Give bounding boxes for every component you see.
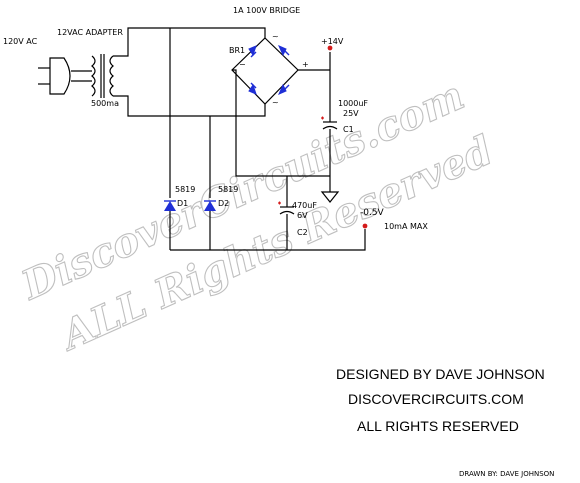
positive-rail-label: +14V xyxy=(321,37,344,46)
bridge-rectifier xyxy=(231,37,299,105)
ground-symbol xyxy=(320,191,340,203)
bridge-ref: BR1 xyxy=(229,46,245,55)
c2-voltage: 6V xyxy=(297,211,308,220)
bridge-plus: + xyxy=(302,60,309,69)
diode-d1 xyxy=(164,200,176,250)
capacitor-c1 xyxy=(321,116,338,130)
c2-ref: C2 xyxy=(297,228,308,237)
negative-rail-note: 10mA MAX xyxy=(384,222,428,231)
bridge-minus: − xyxy=(239,60,246,69)
c1-ref: C1 xyxy=(343,125,354,134)
credit-designer: DESIGNED BY DAVE JOHNSON xyxy=(336,366,545,382)
positive-terminal xyxy=(327,45,333,51)
capacitor-c2 xyxy=(278,201,295,215)
adapter-label: 12VAC ADAPTER xyxy=(57,28,123,37)
bridge-ac-bottom: ~ xyxy=(272,98,279,107)
adapter-current-label: 500ma xyxy=(91,99,119,108)
d2-ref: D2 xyxy=(218,199,229,208)
c1-value: 1000uF xyxy=(338,99,368,108)
credit-drawn-by: DRAWN BY: DAVE JOHNSON xyxy=(459,470,554,478)
d1-ref: D1 xyxy=(177,199,188,208)
transformer xyxy=(91,54,114,98)
credit-rights: ALL RIGHTS RESERVED xyxy=(357,418,519,434)
credit-site: DISCOVERCIRCUITS.COM xyxy=(348,391,524,407)
bridge-ac-top: ~ xyxy=(272,32,279,41)
diode-d2 xyxy=(204,200,216,250)
d1-part: 5819 xyxy=(175,185,195,194)
ac-input-label: 120V AC xyxy=(3,37,38,46)
bridge-title: 1A 100V BRIDGE xyxy=(233,6,300,15)
d2-part: 5819 xyxy=(218,185,238,194)
negative-rail-label: -0.5V xyxy=(360,208,385,218)
c1-voltage: 25V xyxy=(343,109,359,118)
watermark: DiscoverCircuits.com ALL Rights Reserved xyxy=(13,71,500,361)
ac-plug xyxy=(38,57,92,95)
c2-value: 470uF xyxy=(292,201,317,210)
negative-terminal xyxy=(362,223,368,229)
